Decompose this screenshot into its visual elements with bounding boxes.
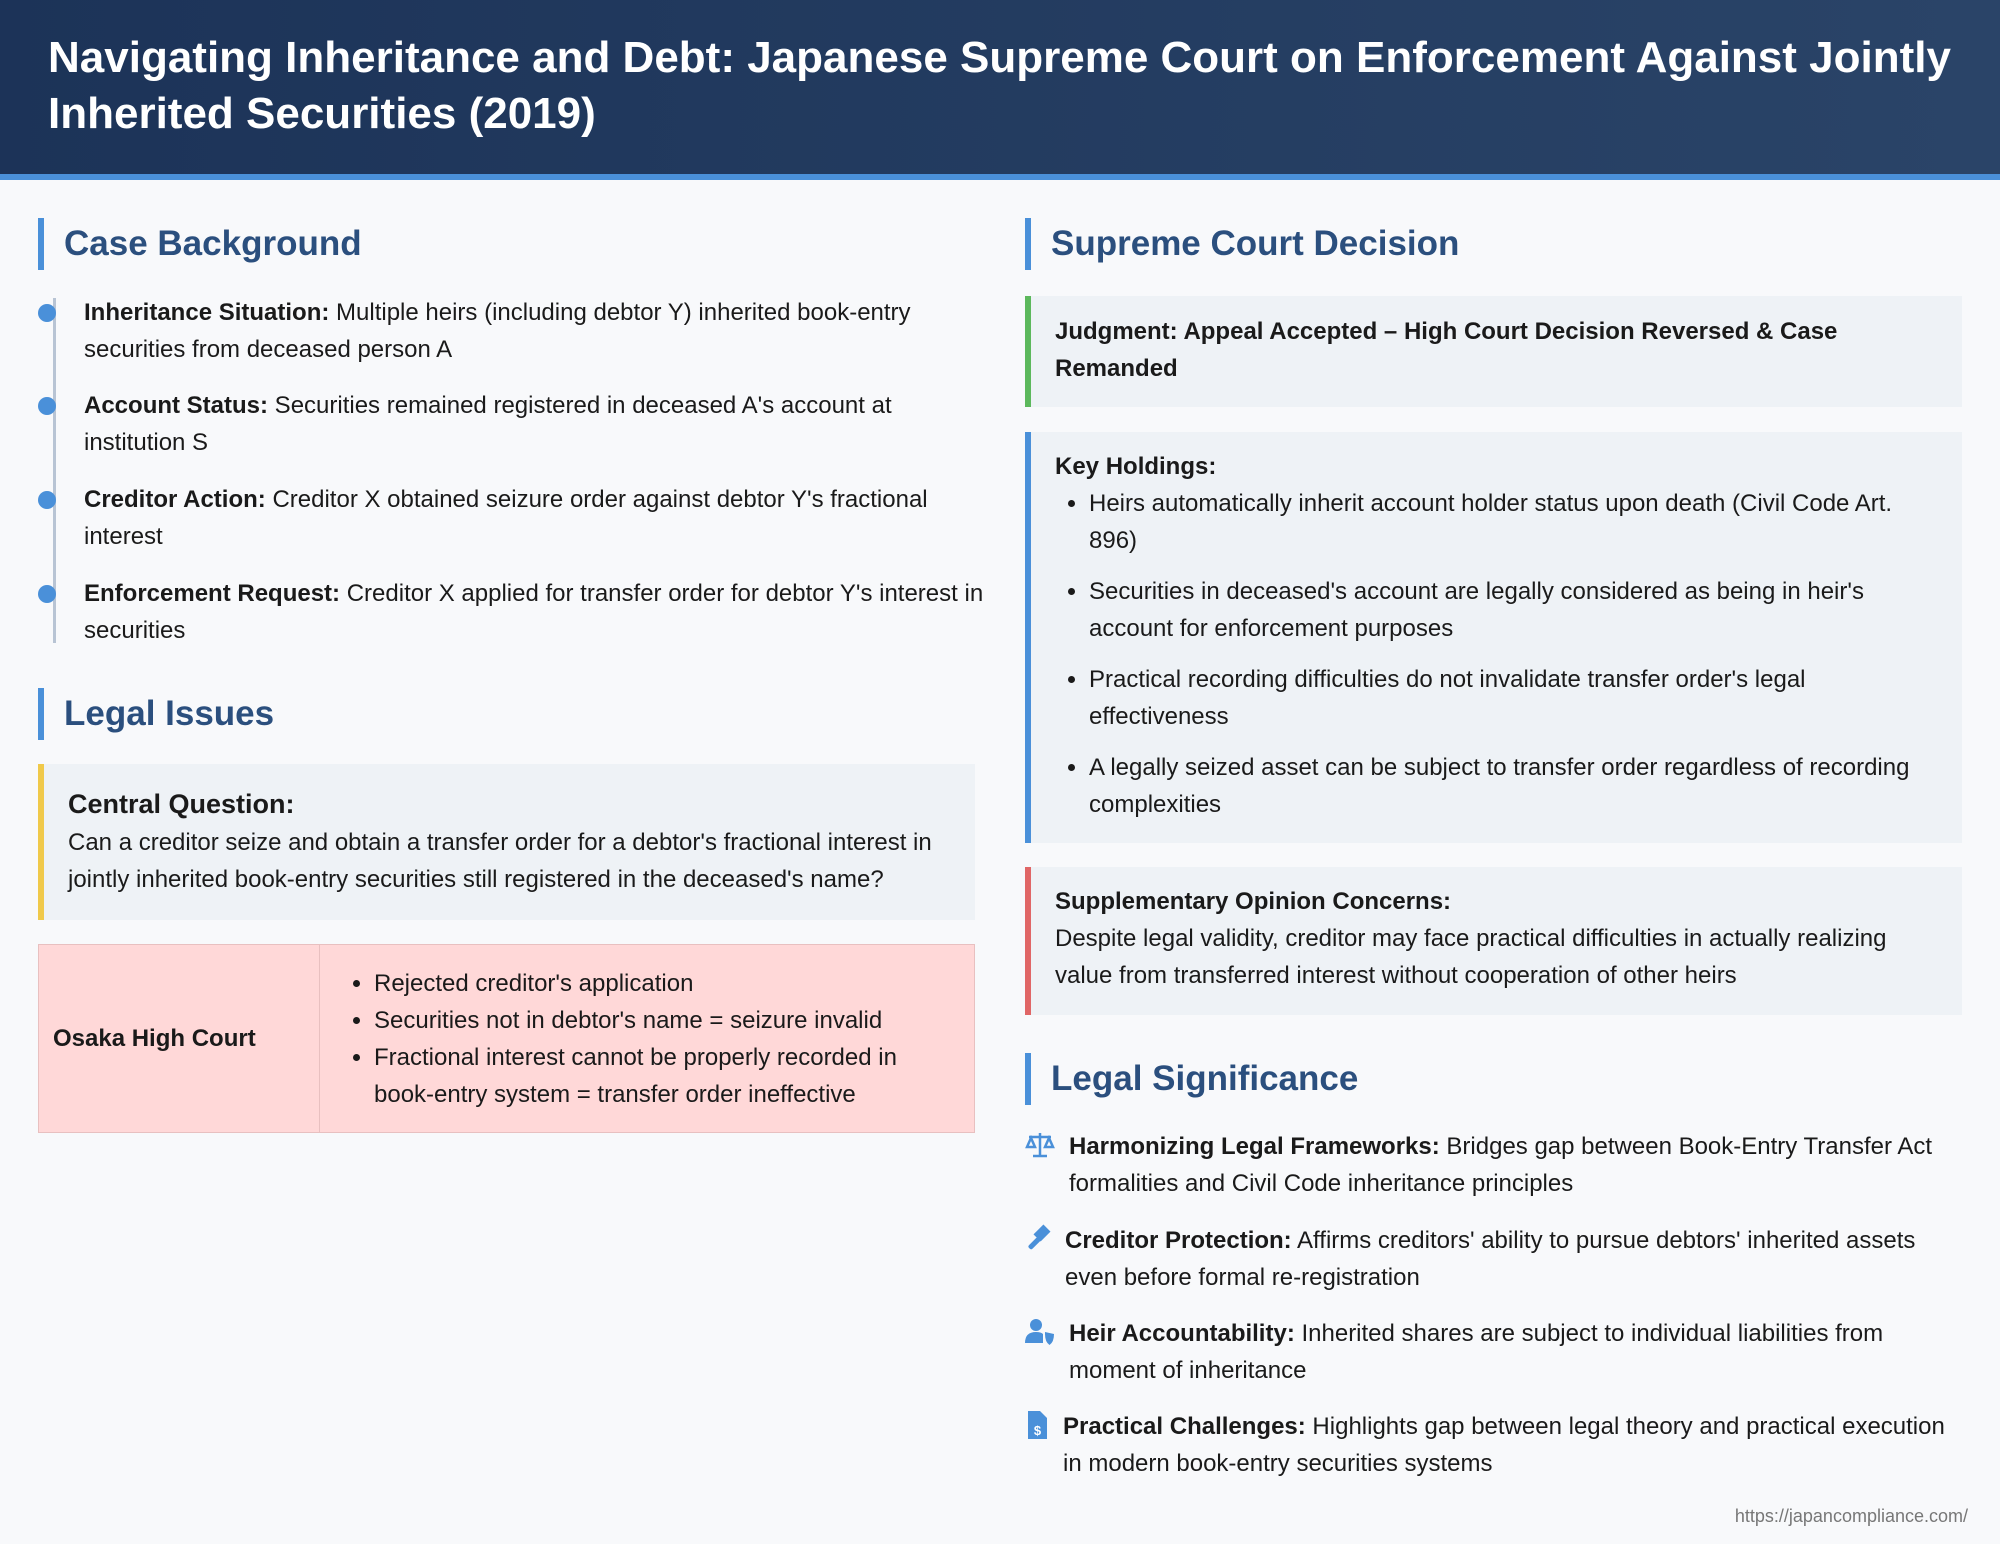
holding-item: Practical recording difficulties do not …: [1089, 661, 1938, 735]
item-text: Securities remained registered in deceas…: [84, 392, 892, 456]
section-heading-case-background: Case Background: [38, 218, 362, 270]
court-ruling-cell: Rejected creditor's application Securiti…: [319, 944, 975, 1133]
section-heading-legal-significance: Legal Significance: [1025, 1053, 1358, 1105]
item-label: Harmonizing Legal Frameworks:: [1069, 1133, 1440, 1160]
svg-text:$: $: [1034, 1423, 1042, 1438]
central-question-text: Can a creditor seize and obtain a transf…: [68, 829, 932, 893]
timeline-dot: [38, 491, 56, 509]
timeline-item: Enforcement Request: Creditor X applied …: [38, 575, 984, 649]
page-title: Navigating Inheritance and Debt: Japanes…: [48, 33, 1951, 138]
central-question-box: Central Question: Can a creditor seize a…: [38, 764, 975, 920]
item-label: Account Status:: [84, 392, 269, 419]
section-heading-supreme-court-decision: Supreme Court Decision: [1025, 218, 1459, 270]
court-name: Osaka High Court: [38, 944, 320, 1133]
ruling-point: Rejected creditor's application: [374, 965, 954, 1002]
timeline-dot: [38, 397, 56, 415]
timeline-item: Account Status: Securities remained regi…: [38, 387, 984, 461]
item-label: Enforcement Request:: [84, 580, 341, 607]
timeline-dot: [38, 304, 56, 322]
holding-item: A legally seized asset can be subject to…: [1089, 749, 1938, 823]
timeline-dot: [38, 585, 56, 603]
holding-item: Heirs automatically inherit account hold…: [1089, 485, 1938, 559]
item-text: Creditor X applied for transfer order fo…: [84, 580, 984, 644]
key-holdings-title: Key Holdings:: [1055, 453, 1217, 480]
holding-item: Securities in deceased's account are leg…: [1089, 573, 1938, 647]
item-text: Highlights gap between legal theory and …: [1063, 1413, 1945, 1477]
item-text: Creditor X obtained seizure order agains…: [84, 486, 928, 550]
section-heading-legal-issues: Legal Issues: [38, 688, 274, 740]
ruling-point: Securities not in debtor's name = seizur…: [374, 1002, 954, 1039]
item-label: Inheritance Situation:: [84, 299, 330, 326]
item-label: Creditor Protection:: [1065, 1227, 1292, 1254]
item-label: Heir Accountability:: [1069, 1320, 1295, 1347]
item-text: Bridges gap between Book-Entry Transfer …: [1069, 1133, 1933, 1197]
item-label: Practical Challenges:: [1063, 1413, 1306, 1440]
judgment-box: Judgment: Appeal Accepted – High Court D…: [1025, 296, 1962, 407]
timeline-item: Inheritance Situation: Multiple heirs (i…: [38, 294, 984, 368]
item-text: Inherited shares are subject to individu…: [1069, 1320, 1884, 1384]
user-shield-icon: [1025, 1319, 1054, 1345]
key-holdings-list: Heirs automatically inherit account hold…: [1055, 485, 1938, 823]
timeline-item: Creditor Action: Creditor X obtained sei…: [38, 481, 984, 555]
source-url[interactable]: https://japancompliance.com/: [1734, 1506, 1968, 1526]
ruling-point: Fractional interest cannot be properly r…: [374, 1039, 954, 1113]
supplementary-text: Despite legal validity, creditor may fac…: [1055, 925, 1887, 989]
header: Navigating Inheritance and Debt: Japanes…: [0, 0, 2000, 180]
item-text: Multiple heirs (including debtor Y) inhe…: [84, 299, 911, 363]
timeline-line: [53, 298, 56, 643]
central-question-title: Central Question:: [68, 789, 295, 819]
file-invoice-dollar-icon: $: [1028, 1411, 1047, 1439]
balance-scale-icon: [1025, 1133, 1055, 1158]
key-holdings-box: Key Holdings: Heirs automatically inheri…: [1025, 432, 1962, 843]
supplementary-title: Supplementary Opinion Concerns:: [1055, 888, 1452, 915]
supplementary-opinion-box: Supplementary Opinion Concerns: Despite …: [1025, 867, 1962, 1015]
osaka-high-court-table: Osaka High Court Rejected creditor's app…: [38, 944, 975, 1133]
gavel-icon: [1028, 1224, 1051, 1250]
court-ruling-list: Rejected creditor's application Securiti…: [340, 965, 954, 1113]
item-label: Creditor Action:: [84, 486, 266, 513]
item-text: Affirms creditors' ability to pursue deb…: [1065, 1227, 1916, 1291]
